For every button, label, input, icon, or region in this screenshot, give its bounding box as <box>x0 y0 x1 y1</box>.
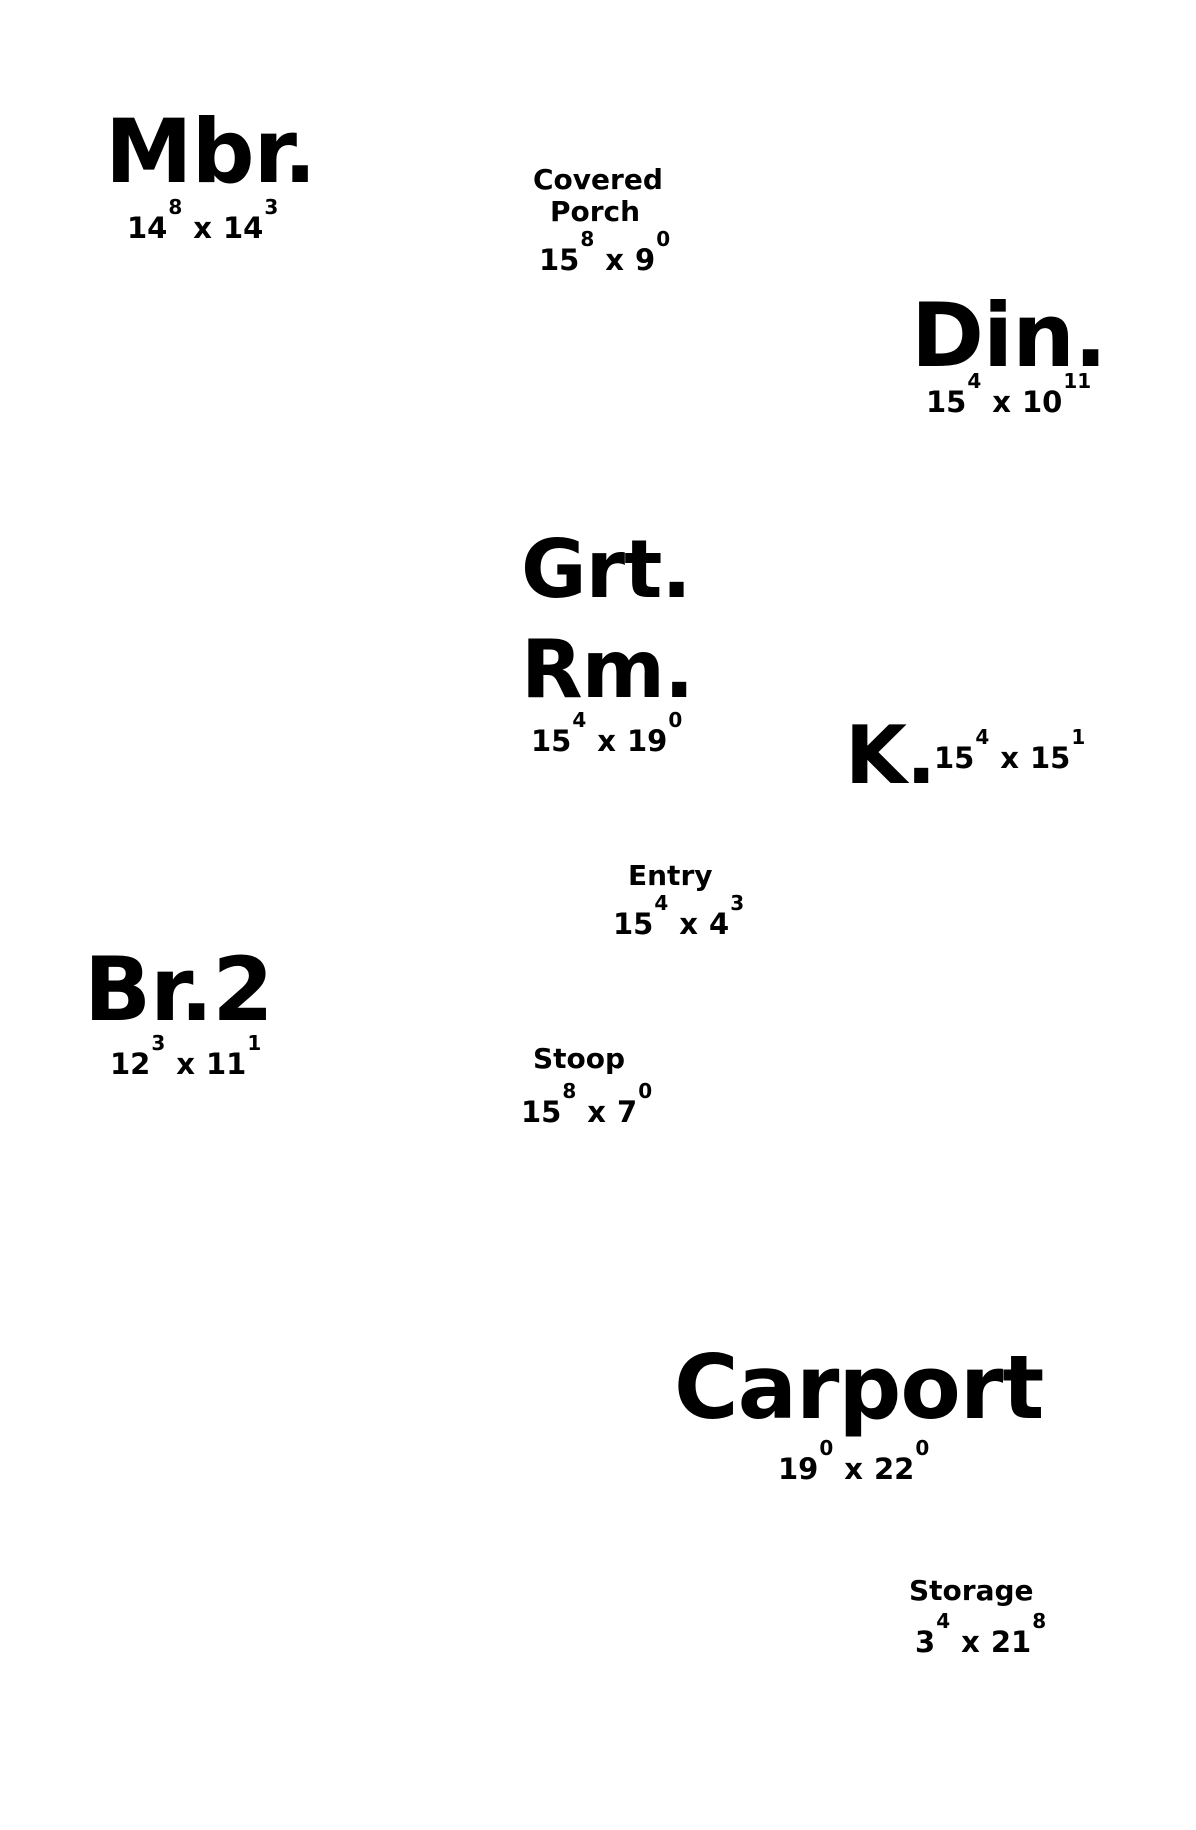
room-label-line: Rm. <box>521 623 694 716</box>
dim-width-feet: 15 <box>926 385 967 419</box>
dim-depth-inches: 0 <box>915 1436 930 1460</box>
room-label-great-room: Grt. Rm. <box>521 523 694 716</box>
room-label-covered-porch: Covered Porch <box>533 163 663 228</box>
dim-width-feet: 14 <box>127 211 168 245</box>
dim-depth-feet: 14 <box>223 211 264 245</box>
dim-separator: x <box>992 385 1011 419</box>
dim-depth-inches: 0 <box>668 708 683 732</box>
dim-separator: x <box>587 1095 606 1129</box>
dim-depth-inches: 1 <box>247 1031 262 1055</box>
room-dimensions-storage: 34x 218 <box>915 1611 1046 1659</box>
dim-depth-inches: 3 <box>730 891 745 915</box>
dim-width-inches: 8 <box>562 1079 577 1103</box>
room-dimensions-dining: 154x 1011 <box>926 371 1091 419</box>
dim-depth-inches: 8 <box>1032 1609 1047 1633</box>
room-label-storage: Storage <box>909 1574 1034 1607</box>
dim-depth-feet: 15 <box>1030 741 1071 775</box>
room-label-line: Covered <box>533 163 663 196</box>
room-label-carport: Carport <box>674 1336 1044 1439</box>
dim-width-feet: 15 <box>531 724 572 758</box>
dim-width-inches: 4 <box>975 725 990 749</box>
dim-depth-feet: 11 <box>206 1047 247 1081</box>
dim-depth-inches: 11 <box>1063 369 1092 393</box>
dim-depth-inches: 0 <box>638 1079 653 1103</box>
room-label-master-bedroom: Mbr. <box>105 100 317 203</box>
dim-depth-feet: 10 <box>1022 385 1063 419</box>
room-dimensions-bedroom-2: 123x 111 <box>110 1033 261 1081</box>
room-label-stoop: Stoop <box>533 1042 626 1075</box>
dim-width-feet: 3 <box>915 1625 936 1659</box>
dim-separator: x <box>679 907 698 941</box>
dim-depth-feet: 19 <box>627 724 668 758</box>
dim-depth-feet: 9 <box>635 243 656 277</box>
room-label-line: Porch <box>549 195 641 228</box>
dim-width-feet: 19 <box>778 1452 819 1486</box>
dim-depth-feet: 4 <box>709 907 730 941</box>
dim-width-inches: 4 <box>967 369 982 393</box>
dim-depth-inches: 1 <box>1071 725 1086 749</box>
dim-width-inches: 8 <box>580 227 595 251</box>
dim-separator: x <box>961 1625 980 1659</box>
dim-width-inches: 4 <box>654 891 669 915</box>
room-label-bedroom-2: Br.2 <box>84 938 274 1041</box>
room-dimensions-great-room: 154x 190 <box>531 710 682 758</box>
dim-separator: x <box>193 211 212 245</box>
dim-depth-inches: 0 <box>656 227 671 251</box>
dim-width-feet: 15 <box>521 1095 562 1129</box>
dim-depth-feet: 21 <box>990 1625 1032 1659</box>
dim-separator: x <box>176 1047 195 1081</box>
dim-separator: x <box>597 724 616 758</box>
dim-width-inches: 4 <box>572 708 587 732</box>
dim-separator: x <box>605 243 624 277</box>
dim-width-feet: 15 <box>613 907 654 941</box>
dim-width-feet: 15 <box>539 243 580 277</box>
dim-separator: x <box>844 1452 863 1486</box>
dim-separator: x <box>1000 741 1019 775</box>
dim-width-inches: 0 <box>819 1436 834 1460</box>
room-label-line: Grt. <box>521 523 692 616</box>
dim-width-inches: 8 <box>168 195 183 219</box>
dim-width-inches: 3 <box>151 1031 166 1055</box>
dim-depth-feet: 7 <box>617 1095 638 1129</box>
dim-width-inches: 4 <box>936 1609 951 1633</box>
room-label-kitchen: K. <box>845 709 936 802</box>
dim-depth-inches: 3 <box>264 195 279 219</box>
dim-depth-feet: 22 <box>874 1452 915 1486</box>
room-label-entry: Entry <box>628 859 713 892</box>
dim-width-feet: 12 <box>110 1047 151 1081</box>
room-label-dining: Din. <box>911 284 1107 387</box>
dim-width-feet: 15 <box>934 741 975 775</box>
